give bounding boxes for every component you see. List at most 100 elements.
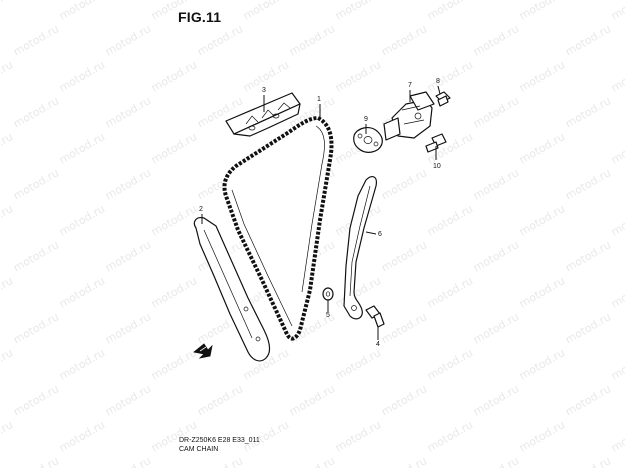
watermark-text: motod.ru [287, 382, 337, 418]
watermark-text: motod.ru [471, 166, 521, 202]
figure-title: FIG.11 [178, 9, 222, 25]
callout-10: 10 [433, 163, 441, 170]
watermark-text: motod.ru [0, 418, 15, 454]
watermark-text: motod.ru [563, 310, 613, 346]
watermark-text: motod.ru [103, 310, 153, 346]
watermark-text: motod.ru [517, 0, 567, 23]
watermark-text: motod.ru [425, 274, 475, 310]
watermark-text: motod.ru [517, 274, 567, 310]
watermark-text: motod.ru [471, 238, 521, 274]
watermark-text: motod.ru [517, 418, 567, 454]
watermark-text: motod.ru [609, 58, 625, 94]
watermark-text: motod.ru [11, 94, 61, 130]
callout-labels: 1 2 3 4 5 6 7 8 9 10 [199, 78, 441, 348]
watermark-text: motod.ru [609, 346, 625, 382]
watermark-text: motod.ru [563, 454, 613, 468]
watermark-text: motod.ru [195, 454, 245, 468]
watermark-text: motod.ru [609, 418, 625, 454]
watermark-text: motod.ru [0, 274, 15, 310]
watermark-text: motod.ru [241, 58, 291, 94]
chain-guide-part [193, 217, 271, 362]
watermark-text: motod.ru [103, 238, 153, 274]
watermark-text: motod.ru [57, 58, 107, 94]
watermark-text: motod.ru [563, 94, 613, 130]
watermark-text: motod.ru [517, 58, 567, 94]
callout-6: 6 [378, 231, 382, 238]
watermark-text: motod.ru [379, 454, 429, 468]
watermark-text: motod.ru [103, 22, 153, 58]
watermark-text: motod.ru [471, 94, 521, 130]
watermark-text: motod.ru [471, 382, 521, 418]
callout-2: 2 [199, 206, 203, 213]
watermark-text: motod.ru [57, 418, 107, 454]
chain-guide-upper-part [225, 92, 301, 137]
watermark-text: motod.ru [11, 22, 61, 58]
watermark-text: motod.ru [11, 238, 61, 274]
callout-7: 7 [408, 82, 412, 89]
watermark-text: motod.ru [57, 0, 107, 23]
gasket-part [353, 127, 383, 153]
figure-code: DR-Z250K6 E28 E33_011 [179, 437, 260, 444]
watermark-text: motod.ru [149, 346, 199, 382]
watermark-text: motod.ru [287, 22, 337, 58]
watermark-text: motod.ru [425, 418, 475, 454]
watermark-text: motod.ru [425, 0, 475, 23]
watermark-text: motod.ru [425, 202, 475, 238]
watermark-text: motod.ru [103, 454, 153, 468]
watermark-text: motod.ru [103, 166, 153, 202]
watermark-text: motod.ru [103, 94, 153, 130]
watermark-text: motod.ru [103, 382, 153, 418]
watermark-text: motod.ru [379, 238, 429, 274]
watermark-text: motod.ru [57, 274, 107, 310]
washer-part [322, 287, 334, 301]
watermark-text: motod.ru [609, 274, 625, 310]
callout-9: 9 [364, 116, 368, 123]
watermark-text: motod.ru [379, 310, 429, 346]
leader-lines [201, 85, 441, 340]
watermark-text: motod.ru [57, 346, 107, 382]
watermark-text: motod.ru [0, 130, 15, 166]
bolt-part-4 [365, 305, 385, 328]
watermark-text: motod.ru [563, 166, 613, 202]
watermark-text: motod.ru [149, 58, 199, 94]
watermark-text: motod.ru [195, 382, 245, 418]
watermark-text: motod.ru [57, 202, 107, 238]
watermark-text: motod.ru [0, 202, 15, 238]
watermark-text: motod.ru [57, 130, 107, 166]
watermark-text: motod.ru [149, 202, 199, 238]
cam-chain-part [222, 116, 334, 341]
watermark-text: motod.ru [609, 130, 625, 166]
watermark-text: motod.ru [287, 454, 337, 468]
watermark-text: motod.ru [379, 22, 429, 58]
watermark-text: motod.ru [425, 58, 475, 94]
callout-3: 3 [262, 87, 266, 94]
watermark-text: motod.ru [379, 382, 429, 418]
watermark-text: motod.ru [471, 22, 521, 58]
watermark-text: motod.ru [563, 238, 613, 274]
callout-4: 4 [376, 341, 380, 348]
watermark-text: motod.ru [0, 0, 15, 23]
watermark-text: motod.ru [11, 310, 61, 346]
watermark-text: motod.ru [195, 22, 245, 58]
bolt-part-10 [425, 133, 447, 153]
watermark-text: motod.ru [517, 202, 567, 238]
watermark-text: motod.ru [379, 166, 429, 202]
watermark-text: motod.ru [517, 130, 567, 166]
figure-caption: CAM CHAIN [179, 446, 219, 453]
watermark-text: motod.ru [333, 346, 383, 382]
cap-bolt-part [435, 91, 451, 107]
front-arrow-icon [193, 343, 213, 359]
watermark-text: motod.ru [333, 418, 383, 454]
chain-tensioner-part [383, 91, 435, 141]
watermark-text: motod.ru [333, 0, 383, 23]
watermark-text: motod.ru [333, 58, 383, 94]
watermark-text: motod.ru [241, 0, 291, 23]
callout-8: 8 [436, 78, 440, 85]
watermark-text: motod.ru [517, 346, 567, 382]
callout-5: 5 [326, 312, 330, 319]
watermark-text: motod.ru [609, 0, 625, 23]
tensioner-guide-part [343, 176, 377, 320]
watermark-text: motod.ru [609, 202, 625, 238]
watermark-text: motod.ru [563, 22, 613, 58]
